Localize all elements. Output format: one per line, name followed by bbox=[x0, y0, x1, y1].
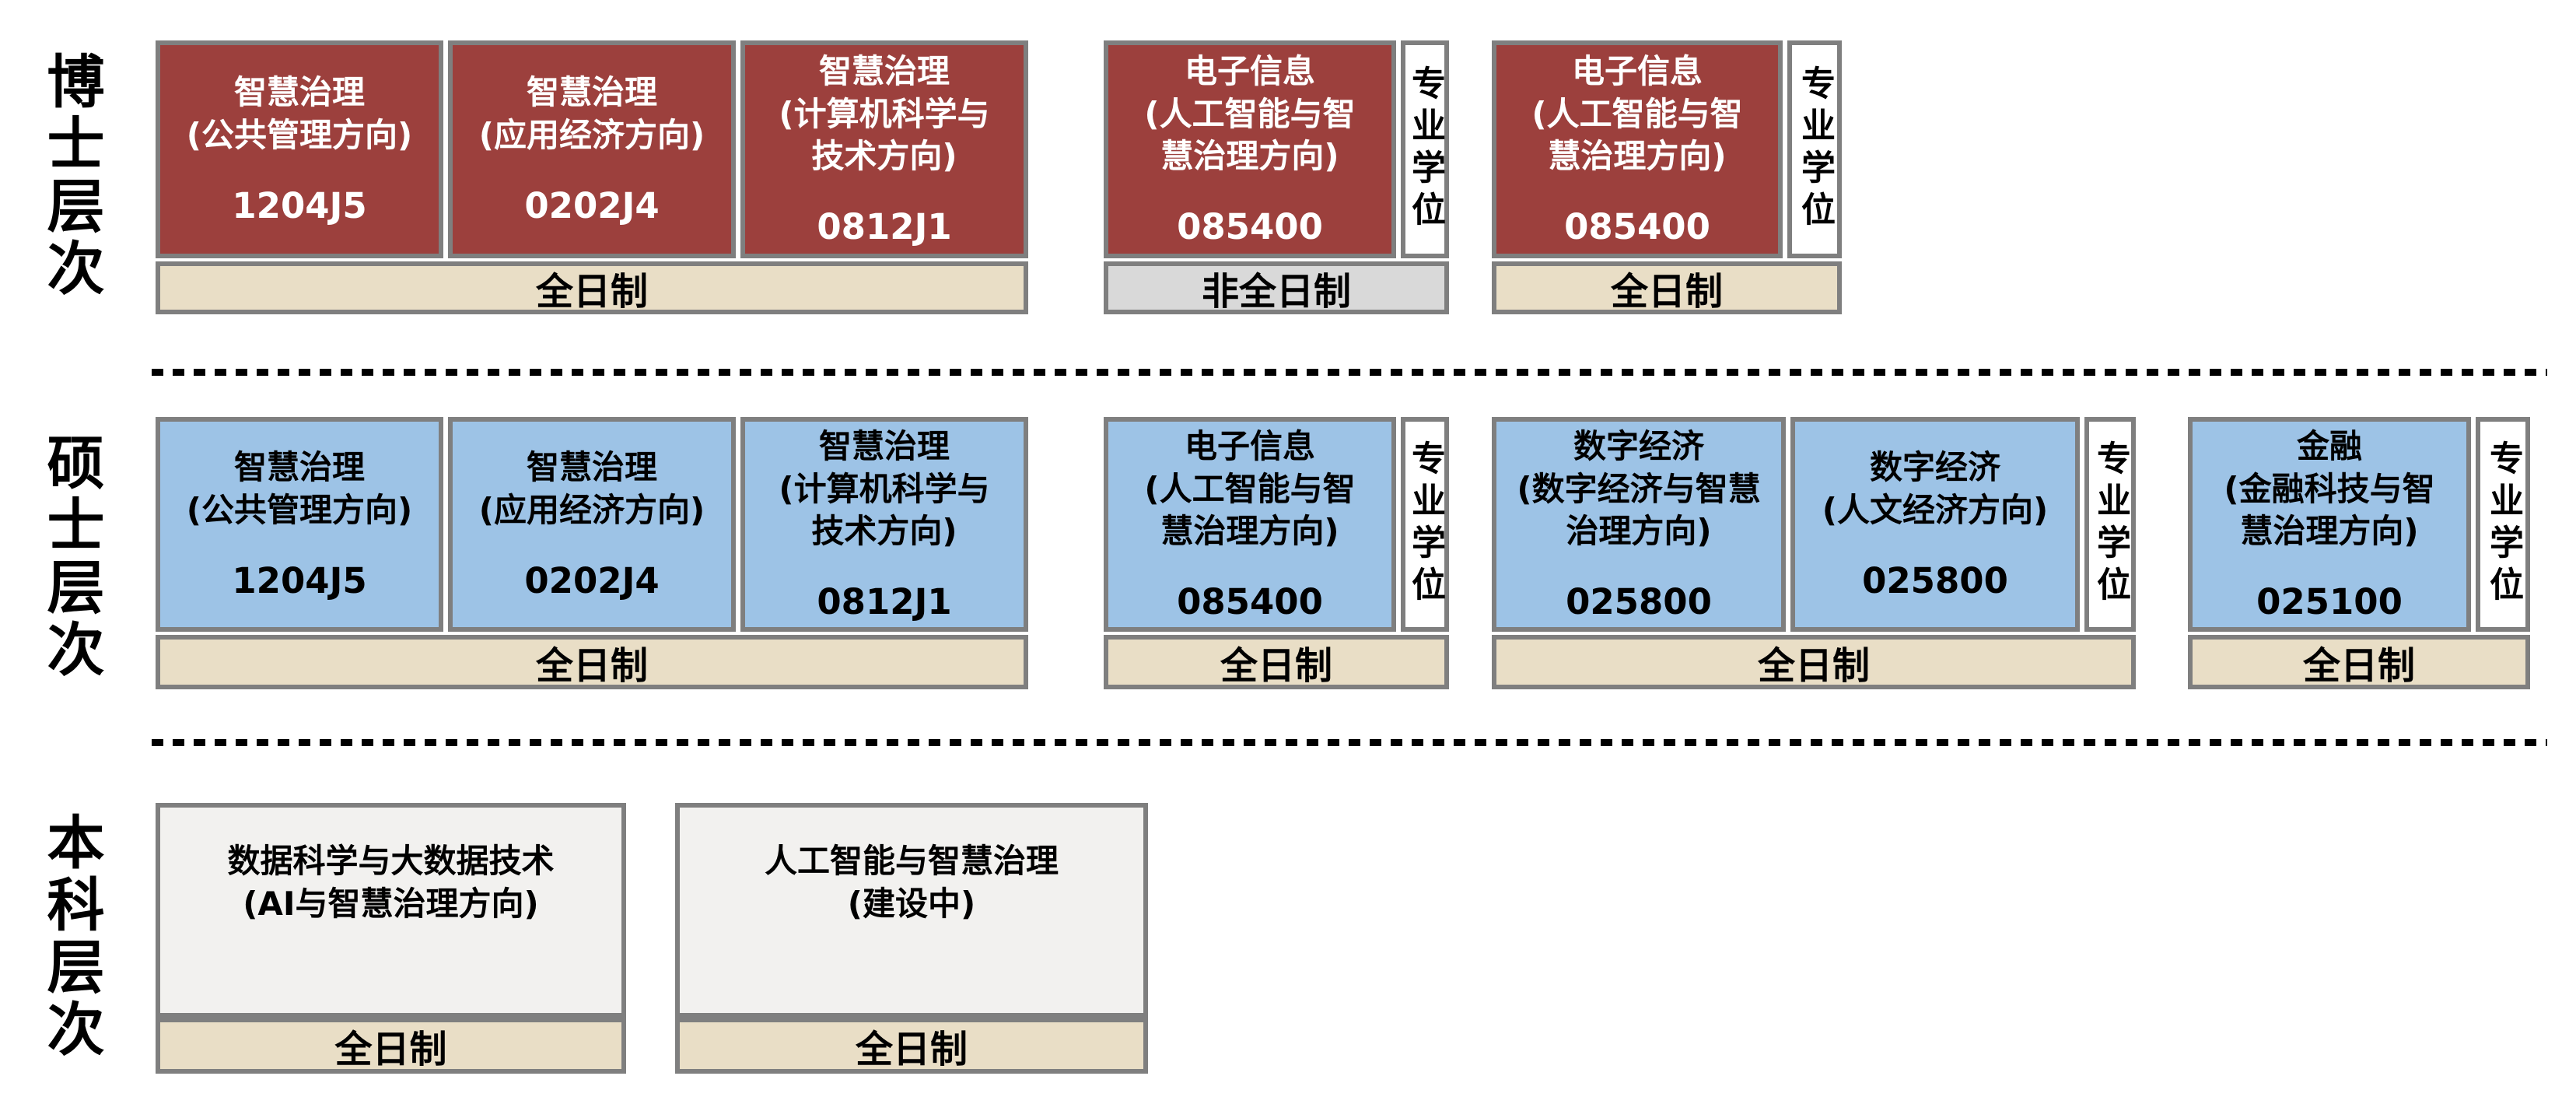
program-title: 智慧治理 bbox=[233, 448, 365, 487]
program-direction: (应用经济方向) bbox=[478, 491, 705, 529]
professional-degree-tab: 专业学位 bbox=[1787, 40, 1842, 258]
program-code: 1204J5 bbox=[232, 184, 367, 226]
program-code: 025800 bbox=[1566, 580, 1712, 622]
program-box-undergrad-ai-smartgov: 人工智能与智慧治理 (建设中) bbox=[675, 803, 1148, 1018]
program-box-master-digital-economy-humanities: 数字经济 (人文经济方向) 025800 bbox=[1790, 417, 2080, 632]
professional-degree-tab: 专业学位 bbox=[1401, 417, 1449, 632]
program-direction: (人工智能与智慧治理方向) bbox=[1531, 94, 1743, 176]
program-direction: (公共管理方向) bbox=[186, 116, 413, 154]
study-mode-bar-master-ei: 全日制 bbox=[1104, 635, 1449, 689]
program-title: 智慧治理 bbox=[818, 427, 950, 466]
program-box-doctoral-ei-fulltime: 电子信息 (人工智能与智慧治理方向) 085400 bbox=[1492, 40, 1783, 258]
level-label-undergraduate: 本科层次 bbox=[37, 812, 104, 1061]
program-title: 数据科学与大数据技术 bbox=[227, 842, 555, 881]
program-title: 数字经济 bbox=[1869, 448, 2000, 487]
program-box-master-finance: 金融 (金融科技与智慧治理方向) 025100 bbox=[2188, 417, 2471, 632]
program-title: 电子信息 bbox=[1184, 427, 1315, 466]
study-mode-bar-doctoral-smartgov: 全日制 bbox=[156, 261, 1028, 314]
program-direction: (计算机科学与技术方向) bbox=[779, 94, 990, 176]
level-label-master: 硕士层次 bbox=[37, 433, 104, 682]
dashed-separator-master-undergraduate bbox=[152, 739, 2547, 746]
study-mode-bar-master-finance: 全日制 bbox=[2188, 635, 2530, 689]
program-box-master-smartgov-public-mgmt: 智慧治理 (公共管理方向) 1204J5 bbox=[156, 417, 443, 632]
program-direction: (人工智能与智慧治理方向) bbox=[1144, 94, 1356, 176]
level-label-doctoral: 博士层次 bbox=[37, 51, 104, 300]
program-box-doctoral-smartgov-public-mgmt: 智慧治理 (公共管理方向) 1204J5 bbox=[156, 40, 443, 258]
professional-degree-tab: 专业学位 bbox=[2476, 417, 2530, 632]
program-direction: (数字经济与智慧治理方向) bbox=[1517, 469, 1761, 551]
program-code: 085400 bbox=[1177, 580, 1323, 622]
program-title: 电子信息 bbox=[1571, 52, 1703, 91]
program-title: 智慧治理 bbox=[526, 448, 657, 487]
program-direction: (人文经济方向) bbox=[1822, 491, 2049, 529]
program-direction: (建设中) bbox=[847, 885, 976, 923]
program-code: 025100 bbox=[2256, 580, 2403, 622]
program-direction: (金融科技与智慧治理方向) bbox=[2224, 469, 2435, 551]
program-direction: (人工智能与智慧治理方向) bbox=[1144, 469, 1356, 551]
program-box-master-digital-economy-smartgov: 数字经济 (数字经济与智慧治理方向) 025800 bbox=[1492, 417, 1786, 632]
program-box-master-ei: 电子信息 (人工智能与智慧治理方向) 085400 bbox=[1104, 417, 1396, 632]
dashed-separator-doctoral-master bbox=[152, 369, 2547, 376]
study-mode-bar-master-smartgov: 全日制 bbox=[156, 635, 1028, 689]
program-title: 智慧治理 bbox=[233, 73, 365, 112]
program-title: 电子信息 bbox=[1184, 52, 1315, 91]
study-mode-bar-doctoral-ei-parttime: 非全日制 bbox=[1104, 261, 1449, 314]
program-direction: (计算机科学与技术方向) bbox=[779, 469, 990, 551]
study-mode-bar-doctoral-ei-fulltime: 全日制 bbox=[1492, 261, 1842, 314]
program-code: 0812J1 bbox=[817, 205, 952, 247]
program-title: 智慧治理 bbox=[526, 73, 657, 112]
program-title: 智慧治理 bbox=[818, 52, 950, 91]
professional-degree-tab: 专业学位 bbox=[1401, 40, 1449, 258]
study-mode-bar-undergrad-data-science: 全日制 bbox=[156, 1018, 626, 1074]
program-code: 025800 bbox=[1862, 559, 2008, 601]
program-title: 人工智能与智慧治理 bbox=[764, 842, 1059, 881]
professional-degree-tab: 专业学位 bbox=[2084, 417, 2136, 632]
study-mode-bar-undergrad-ai-smartgov: 全日制 bbox=[675, 1018, 1148, 1074]
program-title: 数字经济 bbox=[1573, 427, 1704, 466]
program-code: 0812J1 bbox=[817, 580, 952, 622]
study-mode-bar-master-digital-economy: 全日制 bbox=[1492, 635, 2136, 689]
program-code: 0202J4 bbox=[524, 559, 660, 601]
program-direction: (公共管理方向) bbox=[186, 491, 413, 529]
program-box-doctoral-smartgov-cs: 智慧治理 (计算机科学与技术方向) 0812J1 bbox=[740, 40, 1028, 258]
program-code: 085400 bbox=[1177, 205, 1323, 247]
program-box-master-smartgov-cs: 智慧治理 (计算机科学与技术方向) 0812J1 bbox=[740, 417, 1028, 632]
program-box-undergrad-data-science: 数据科学与大数据技术 (AI与智慧治理方向) bbox=[156, 803, 626, 1018]
program-box-master-smartgov-applied-econ: 智慧治理 (应用经济方向) 0202J4 bbox=[448, 417, 736, 632]
program-title: 金融 bbox=[2296, 427, 2362, 466]
program-code: 1204J5 bbox=[232, 559, 367, 601]
program-direction: (AI与智慧治理方向) bbox=[243, 885, 539, 923]
program-box-doctoral-ei-parttime: 电子信息 (人工智能与智慧治理方向) 085400 bbox=[1104, 40, 1396, 258]
program-box-doctoral-smartgov-applied-econ: 智慧治理 (应用经济方向) 0202J4 bbox=[448, 40, 736, 258]
program-direction: (应用经济方向) bbox=[478, 116, 705, 154]
program-code: 0202J4 bbox=[524, 184, 660, 226]
program-code: 085400 bbox=[1564, 205, 1710, 247]
